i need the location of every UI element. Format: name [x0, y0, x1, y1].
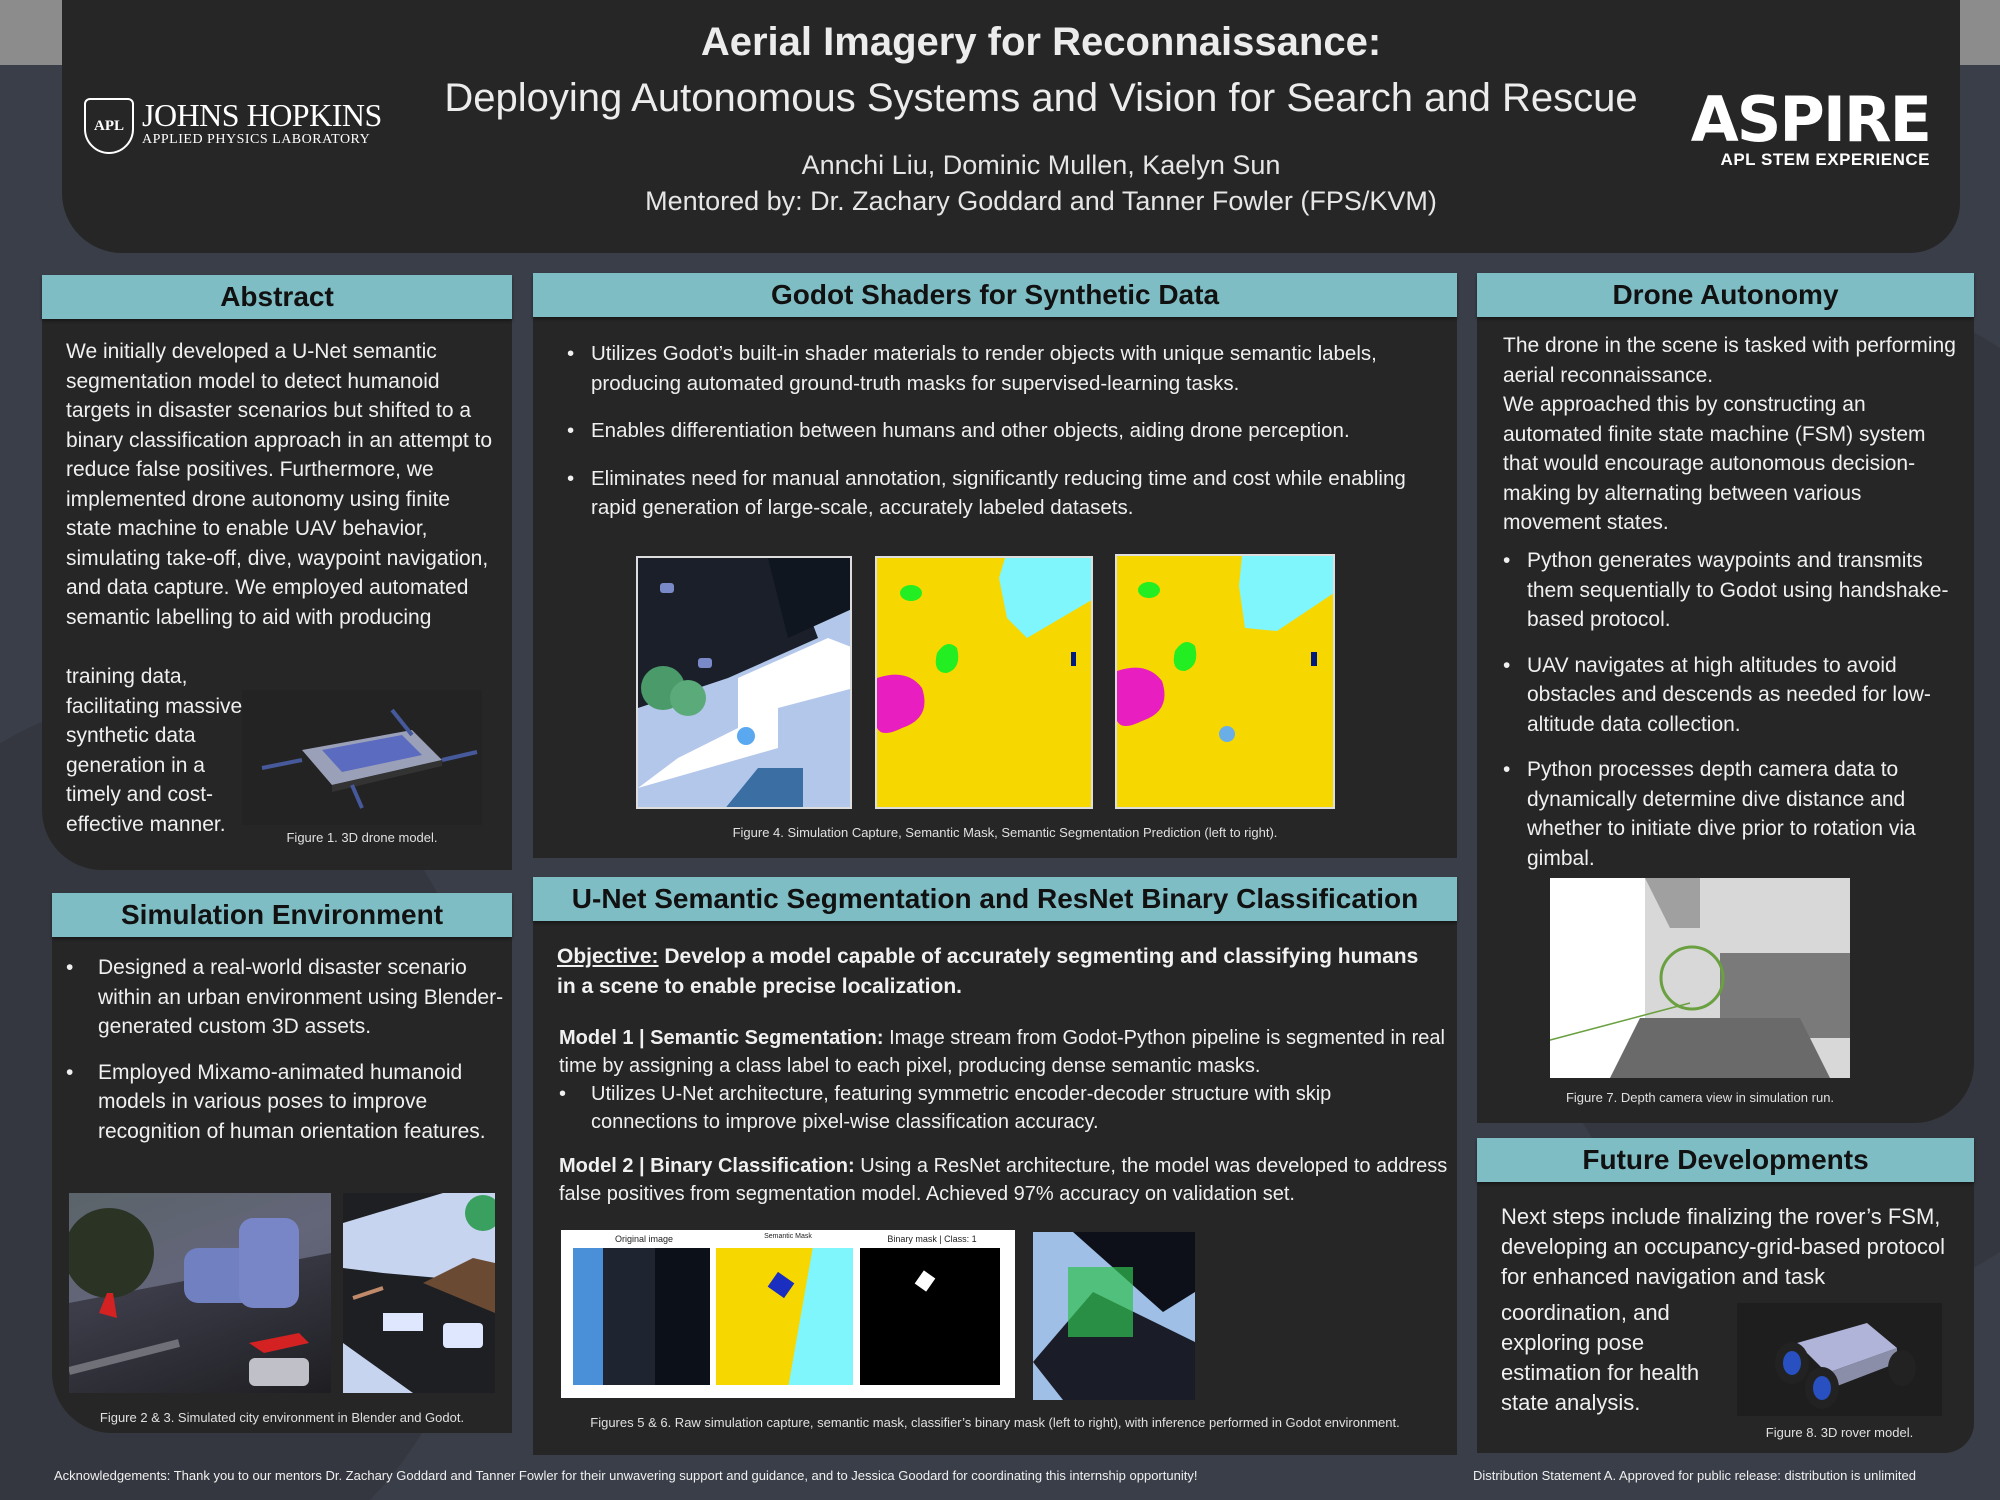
objective-label: Objective:	[557, 945, 659, 968]
fig5-title-binary: Binary mask | Class: 1	[887, 1234, 977, 1244]
figure7-caption: Figure 7. Depth camera view in simulatio…	[1565, 1090, 1835, 1105]
abstract-panel: Abstract We initially developed a U-Net …	[42, 275, 512, 870]
drone-bullet: UAV navigates at high altitudes to avoid…	[1503, 651, 1963, 740]
objective: Objective: Develop a model capable of ac…	[557, 942, 1437, 1002]
figure2-3-caption: Figure 2 & 3. Simulated city environment…	[99, 1410, 465, 1425]
semantic-mask-image	[875, 556, 1093, 809]
blender-city-image	[69, 1193, 331, 1393]
unet-heading: U-Net Semantic Segmentation and ResNet B…	[533, 877, 1457, 921]
model1-description: Model 1 | Semantic Segmentation: Image s…	[559, 1024, 1449, 1080]
original-image	[573, 1248, 710, 1385]
aspire-subtitle: APL STEM EXPERIENCE	[1720, 150, 1930, 169]
binary-mask	[860, 1248, 1000, 1385]
model2-text: Using a ResNet architecture, the model w…	[559, 1155, 1448, 1205]
fig5-title-original: Original image	[614, 1234, 674, 1244]
drone-approach: We approached this by constructing an au…	[1503, 393, 1926, 534]
fig5-title-mask: Semantic Mask	[764, 1233, 812, 1240]
simulation-bullets: Designed a real-world disaster scenario …	[66, 953, 506, 1162]
future-panel: Future Developments Next steps include f…	[1477, 1138, 1974, 1453]
poster-subtitle: Deploying Autonomous Systems and Vision …	[444, 76, 1638, 120]
model2-label: Model 2 | Binary Classification:	[559, 1155, 855, 1177]
mentors: Mentored by: Dr. Zachary Goddard and Tan…	[645, 186, 1437, 216]
model1-bullets: Utilizes U-Net architecture, featuring s…	[559, 1080, 1439, 1152]
godot-panel: Godot Shaders for Synthetic Data Utilize…	[533, 273, 1457, 858]
simulation-bullet: Designed a real-world disaster scenario …	[66, 953, 506, 1042]
logo-name: JOHNS HOPKINS	[142, 97, 382, 133]
semantic-mask-crop	[716, 1248, 853, 1385]
godot-inference-image	[1033, 1232, 1195, 1400]
apl-shield-icon: APL	[84, 98, 134, 154]
model1-label: Model 1 | Semantic Segmentation:	[559, 1027, 884, 1049]
future-text: Next steps include finalizing the rover’…	[1501, 1204, 1945, 1289]
abstract-text: We initially developed a U-Net semantic …	[66, 340, 493, 629]
drone-heading: Drone Autonomy	[1477, 273, 1974, 317]
classifier-figure: Original image Semantic Mask Binary mask…	[561, 1230, 1015, 1398]
aspire-name: ASPIRE	[1690, 83, 1932, 156]
godot-heading: Godot Shaders for Synthetic Data	[533, 273, 1457, 317]
drone-bullet: Python generates waypoints and transmits…	[1503, 546, 1963, 635]
future-text-continued: coordination, and exploring pose estimat…	[1501, 1300, 1700, 1415]
future-heading: Future Developments	[1477, 1138, 1974, 1182]
authors: Annchi Liu, Dominic Mullen, Kaelyn Sun	[801, 150, 1281, 180]
godot-bullet: Enables differentiation between humans a…	[567, 416, 1447, 446]
poster-title: Aerial Imagery for Reconnaissance:	[700, 20, 1382, 64]
depth-camera-image	[1550, 878, 1850, 1078]
drone-panel: Drone Autonomy The drone in the scene is…	[1477, 273, 1974, 1123]
drone-model-image	[242, 690, 482, 825]
drone-intro: The drone in the scene is tasked with pe…	[1503, 334, 1956, 387]
model1-text: Image stream from Godot-Python pipeline …	[559, 1027, 1445, 1077]
model2-description: Model 2 | Binary Classification: Using a…	[559, 1152, 1449, 1208]
rover-model-image	[1737, 1303, 1942, 1416]
aspire-logo: ASPIRE APL STEM EXPERIENCE	[1690, 83, 1932, 170]
godot-bullet: Utilizes Godot’s built-in shader materia…	[567, 339, 1447, 398]
corner-decoration	[0, 0, 62, 65]
poster-header: APL JOHNS HOPKINS APPLIED PHYSICS LABORA…	[62, 0, 1960, 253]
simulation-capture-image	[636, 556, 852, 809]
simulation-panel: Simulation Environment Designed a real-w…	[52, 893, 512, 1433]
objective-text: Develop a model capable of accurately se…	[557, 945, 1419, 998]
drone-bullets: Python generates waypoints and transmits…	[1503, 546, 1963, 889]
godot-bullet: Eliminates need for manual annotation, s…	[567, 464, 1447, 523]
figure1-caption: Figure 1. 3D drone model.	[286, 830, 438, 845]
acknowledgements: Acknowledgements: Thank you to our mento…	[54, 1468, 1198, 1483]
drone-bullet: Python processes depth camera data to dy…	[1503, 755, 1963, 873]
figure5-6-caption: Figures 5 & 6. Raw simulation capture, s…	[590, 1415, 1400, 1430]
unet-panel: U-Net Semantic Segmentation and ResNet B…	[533, 877, 1457, 1455]
godot-bullets: Utilizes Godot’s built-in shader materia…	[567, 339, 1447, 539]
model1-bullet: Utilizes U-Net architecture, featuring s…	[559, 1080, 1439, 1136]
figure8-caption: Figure 8. 3D rover model.	[1765, 1425, 1914, 1440]
logo-subtitle: APPLIED PHYSICS LABORATORY	[142, 132, 371, 147]
abstract-heading: Abstract	[42, 275, 512, 319]
distribution-statement: Distribution Statement A. Approved for p…	[1473, 1468, 1916, 1483]
simulation-heading: Simulation Environment	[52, 893, 512, 937]
simulation-bullet: Employed Mixamo-animated humanoid models…	[66, 1058, 506, 1147]
jhu-apl-logo: APL JOHNS HOPKINS APPLIED PHYSICS LABORA…	[84, 98, 382, 154]
segmentation-prediction-image	[1115, 554, 1335, 809]
abstract-text-continued: training data, facilitating massive synt…	[66, 665, 243, 836]
figure4-caption: Figure 4. Simulation Capture, Semantic M…	[732, 825, 1278, 840]
godot-city-image	[343, 1193, 495, 1393]
